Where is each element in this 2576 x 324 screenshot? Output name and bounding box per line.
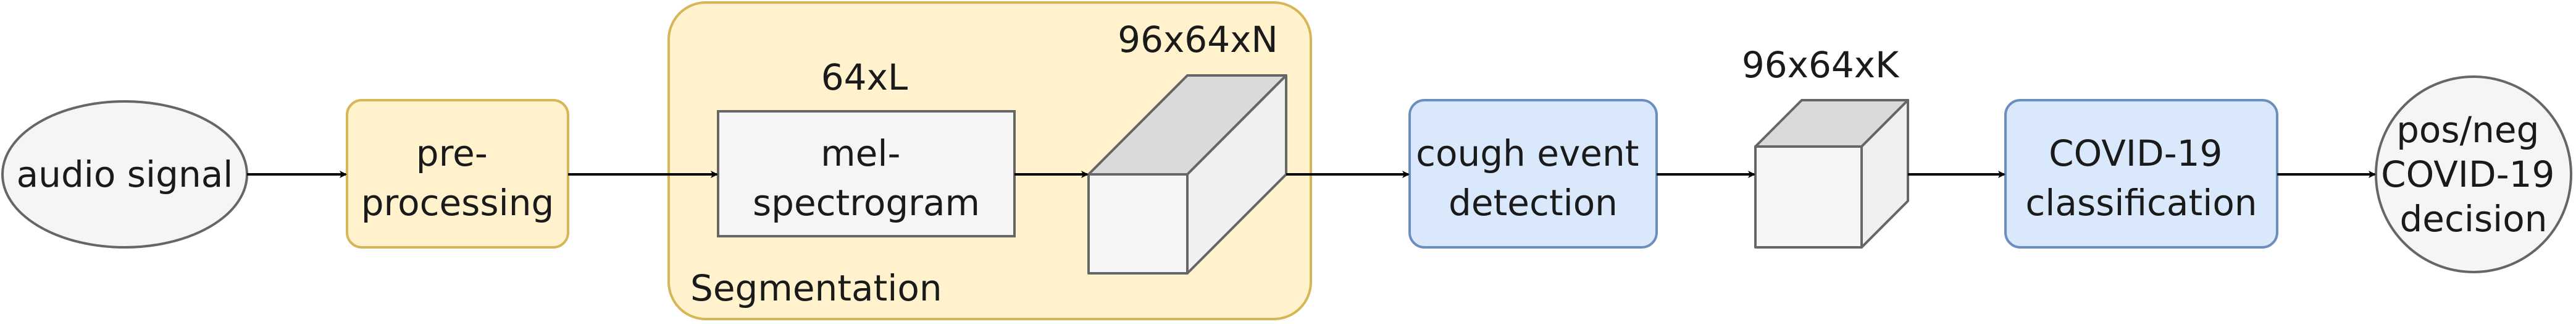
preprocessing-line-1: pre- [416, 132, 488, 174]
cough-cube [1754, 99, 1909, 249]
covid-classification-label: COVID-19 classification [2025, 132, 2257, 224]
cough-cube-front [1754, 145, 1863, 249]
cough-detection-line-1: cough event [1416, 132, 1639, 174]
melspectrogram-node [717, 110, 1016, 237]
preprocessing-line-2: processing [361, 182, 554, 224]
audio-signal-label: audio signal [17, 153, 233, 195]
melspectrogram-label: mel- spectrogram [753, 132, 980, 224]
decision-line-3: decision [2399, 198, 2547, 240]
decision-node [2375, 75, 2572, 273]
covid-classification-line-2: classification [2025, 182, 2257, 224]
segmentation-label: Segmentation [690, 267, 942, 309]
decision-line-2: COVID-19 [2381, 153, 2554, 195]
decision-label: pos/neg COVID-19 decision [2381, 109, 2566, 240]
cough-dims-label: 96x64xK [1742, 44, 1900, 86]
preprocessing-label: pre- processing [361, 132, 554, 224]
mel-dims-label: 64xL [821, 56, 908, 98]
cough-detection-label: cough event detection [1416, 132, 1650, 224]
cough-detection-line-2: detection [1449, 182, 1618, 224]
melspectrogram-line-2: spectrogram [753, 182, 980, 224]
melspectrogram-line-1: mel- [821, 132, 900, 174]
decision-line-1: pos/neg [2396, 109, 2539, 151]
segment-cube-front [1087, 173, 1189, 275]
segment-dims-label: 96x64xN [1118, 19, 1278, 61]
covid-classification-line-1: COVID-19 [2049, 132, 2222, 174]
